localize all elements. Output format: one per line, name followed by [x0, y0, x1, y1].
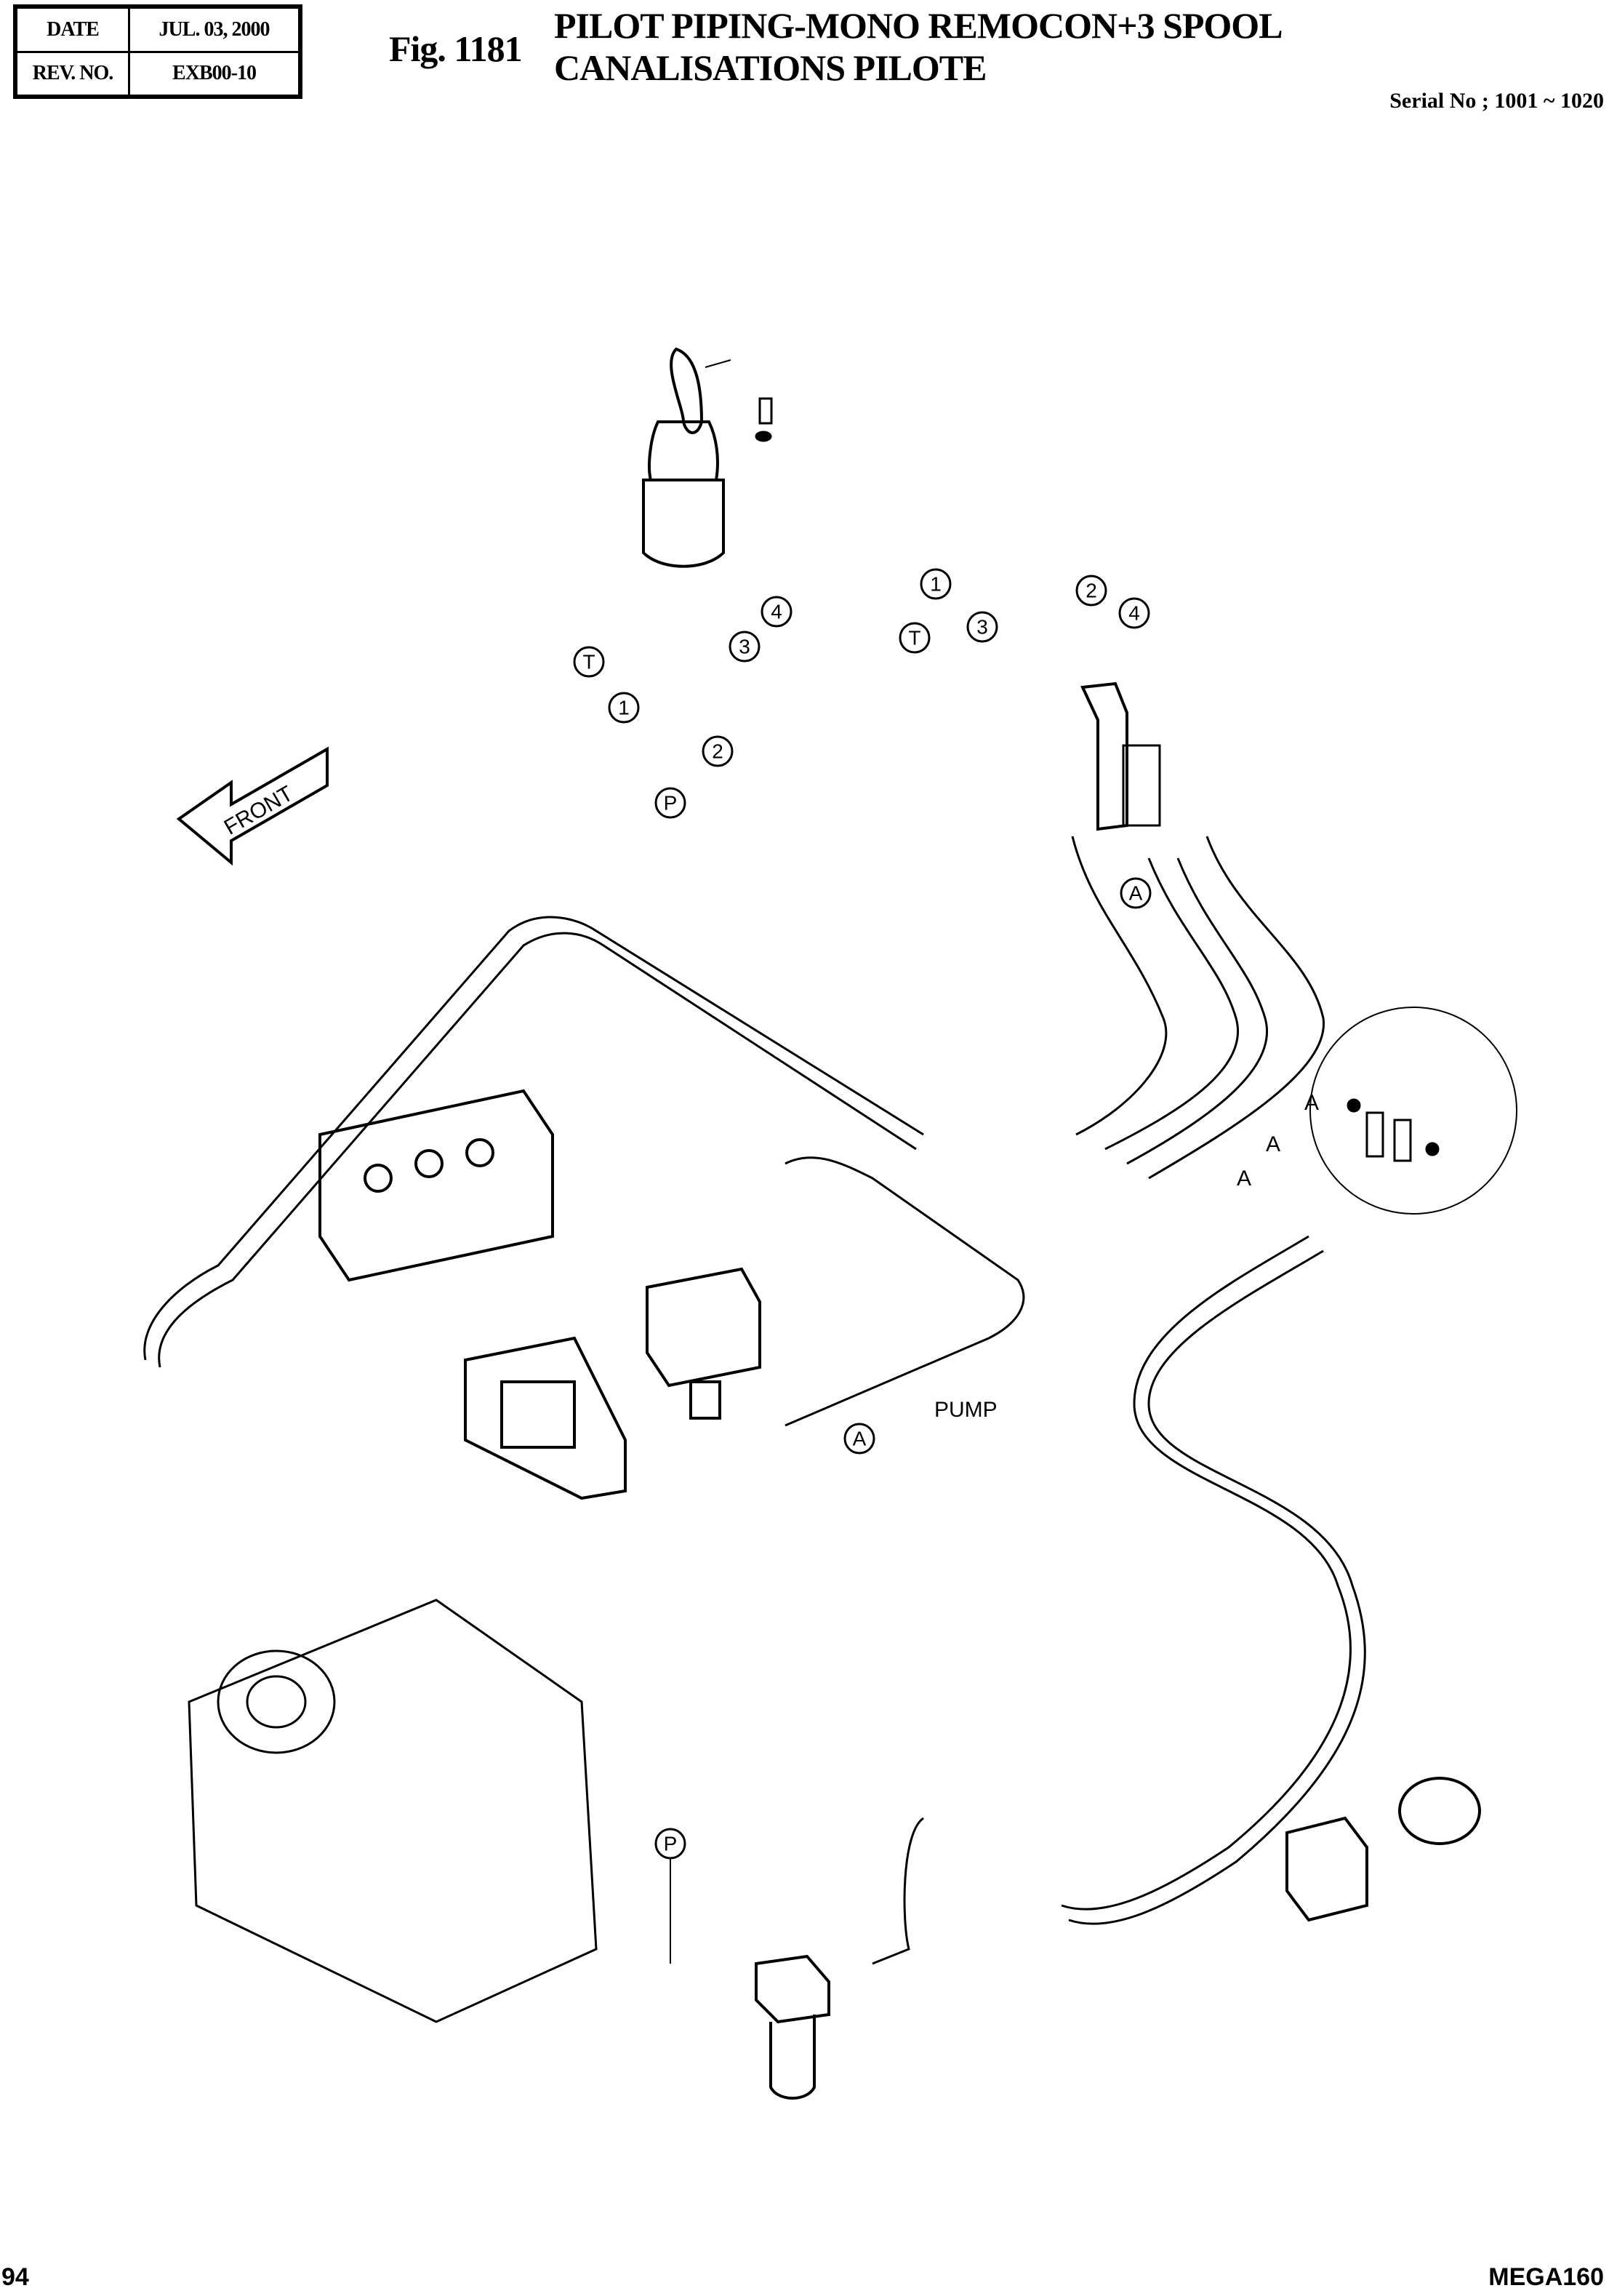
control-valve	[318, 1089, 554, 1282]
accumulator-assembly	[1285, 1777, 1481, 1922]
figure-title: PILOT PIPING-MONO REMOCON+3 SPOOL CANALI…	[554, 4, 1283, 89]
clamp-callout-a-2: A	[1266, 1132, 1280, 1156]
revision-table: DATE JUL. 03, 2000 REV. NO. EXB00-10	[13, 4, 302, 99]
clamp-callout-a-3: A	[1237, 1167, 1251, 1191]
title-english: PILOT PIPING-MONO REMOCON+3 SPOOL	[554, 5, 1283, 46]
hose-callout-a: A	[1129, 882, 1143, 905]
rev-value: EXB00-10	[128, 50, 302, 98]
joystick-assembly	[642, 347, 773, 568]
pump-label: PUMP	[934, 1398, 998, 1422]
manifold-port-callouts: T 1 3 2 4	[899, 568, 1150, 654]
manifold-callout-2: 2	[1086, 580, 1097, 602]
pilot-filter: P	[654, 1817, 924, 2100]
date-value: JUL. 03, 2000	[128, 5, 302, 53]
callout-2: 2	[712, 740, 723, 763]
filter-callout-p: P	[664, 1833, 678, 1855]
page-number: 94	[1, 2263, 29, 2291]
callout-t: T	[582, 651, 595, 673]
manifold-callout-t: T	[908, 627, 920, 649]
manifold-callout-3: 3	[976, 616, 988, 639]
figure-number: Fig. 1181	[389, 28, 523, 69]
manifold-callout-1: 1	[930, 573, 942, 596]
manifold-callout-4: 4	[1128, 602, 1140, 625]
pipe-callout-a: A	[853, 1428, 867, 1450]
callout-p: P	[664, 792, 678, 815]
rev-label: REV. NO.	[14, 50, 130, 98]
return-pipe	[1061, 1235, 1366, 1925]
model-name: MEGA160	[1488, 2263, 1604, 2291]
title-french: CANALISATIONS PILOTE	[554, 47, 987, 88]
date-label: DATE	[14, 5, 130, 53]
pilot-hoses: A	[1071, 836, 1325, 1180]
callout-3: 3	[739, 636, 750, 658]
serial-range: Serial No ; 1001 ~ 1020	[1389, 89, 1604, 113]
clamp-callout-a-1: A	[1304, 1091, 1319, 1115]
callout-1: 1	[618, 697, 630, 719]
joystick-port-callouts: T 1 P 2 3 4	[573, 596, 793, 819]
pilot-pipe-loop	[143, 916, 1025, 1427]
manifold-bracket	[1080, 681, 1161, 831]
front-arrow-icon: FRONT	[176, 746, 329, 866]
callout-4: 4	[771, 601, 782, 623]
hydraulic-tank	[188, 1599, 598, 2023]
clamp-detail: A A A	[1237, 1007, 1517, 1215]
solenoid-valve-block	[646, 1267, 761, 1420]
mounting-bracket	[464, 1336, 627, 1500]
